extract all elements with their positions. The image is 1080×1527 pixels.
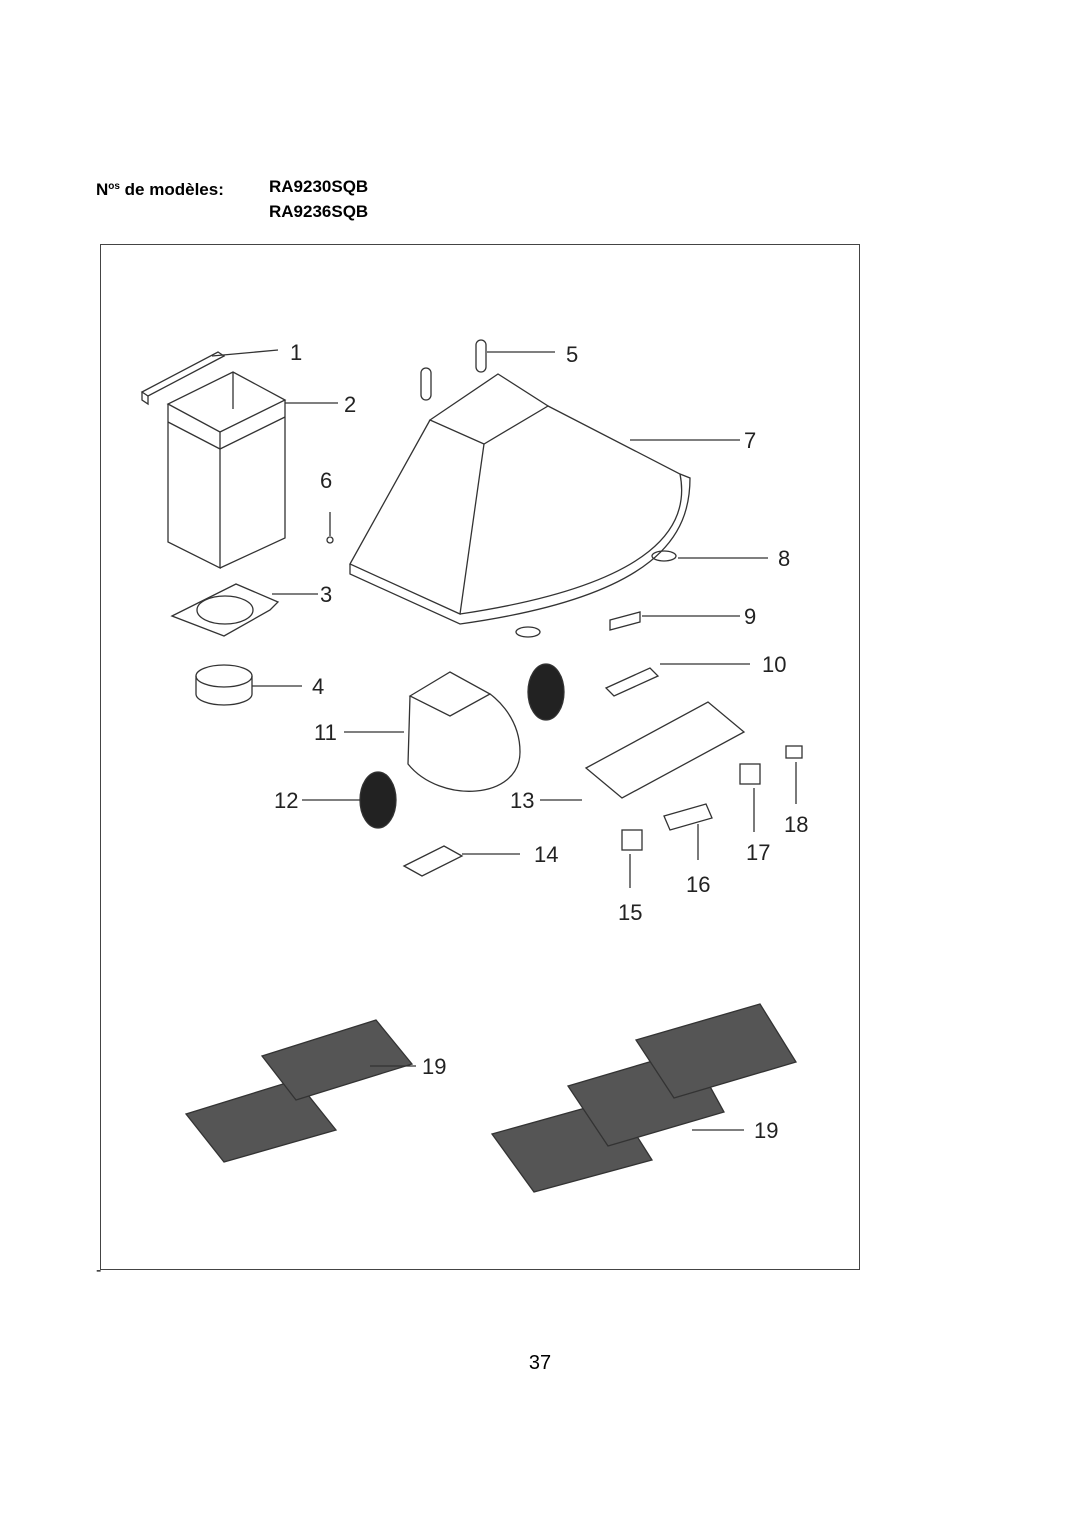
part-light	[515, 626, 541, 638]
callout-4: 4	[312, 674, 324, 699]
callout-9: 9	[744, 604, 756, 629]
callout-16: 16	[686, 872, 710, 897]
callout-12: 12	[274, 788, 298, 813]
part-3-mounting-plate	[170, 583, 318, 637]
part-7-hood-canopy	[349, 373, 740, 625]
part-2-chimney-cover	[166, 371, 338, 570]
model-number-2: RA9236SQB	[269, 202, 369, 221]
part-12-blower-wheel	[302, 771, 397, 829]
model-label: Nos de modèles:	[96, 180, 224, 199]
part-6-screw	[326, 512, 334, 544]
callout-5: 5	[566, 342, 578, 367]
callout-18: 18	[784, 812, 808, 837]
part-8-light	[651, 550, 768, 562]
stray-dash: -	[96, 1262, 102, 1279]
part-4-duct-collar	[195, 664, 302, 706]
callout-10: 10	[762, 652, 786, 677]
model-header: Nos de modèles: RA9230SQB RA9236SQB	[96, 176, 368, 223]
part-19-filter-set-small	[184, 1019, 416, 1163]
callout-3: 3	[320, 582, 332, 607]
part-9-control-module	[609, 611, 740, 631]
callout-8: 8	[778, 546, 790, 571]
callout-6: 6	[320, 468, 332, 493]
part-1-mounting-bracket	[140, 349, 279, 406]
part-19-filter-set-large	[490, 1003, 798, 1193]
part-18-switch	[785, 745, 803, 804]
part-5-slot-covers	[420, 339, 555, 401]
callout-14: 14	[534, 842, 558, 867]
callout-1: 1	[290, 340, 302, 365]
page-number: 37	[528, 1352, 552, 1374]
callout-19-right: 19	[754, 1118, 778, 1143]
part-13-electrical-bracket	[540, 701, 746, 801]
callout-17: 17	[746, 840, 770, 865]
part-blower-wheel	[527, 663, 565, 721]
part-10-switch-housing	[604, 663, 750, 697]
callout-11: 11	[314, 720, 337, 745]
part-15-capacitor	[621, 829, 643, 888]
exploded-parts-diagram: 1 2 3 4 5 6 7 8 9 10 11 12 13 14 15 16 1…	[140, 339, 808, 1193]
part-11-blower-housing	[344, 671, 521, 792]
part-17-capacitor	[739, 763, 761, 832]
part-16-terminal-box	[663, 803, 713, 860]
callout-19-left: 19	[422, 1054, 446, 1079]
callout-13: 13	[510, 788, 534, 813]
callout-7: 7	[744, 428, 756, 453]
callout-2: 2	[344, 392, 356, 417]
model-number-1: RA9230SQB	[269, 177, 369, 196]
callout-15: 15	[618, 900, 642, 925]
part-14-bracket	[402, 845, 520, 877]
diagram-frame	[100, 244, 860, 1270]
